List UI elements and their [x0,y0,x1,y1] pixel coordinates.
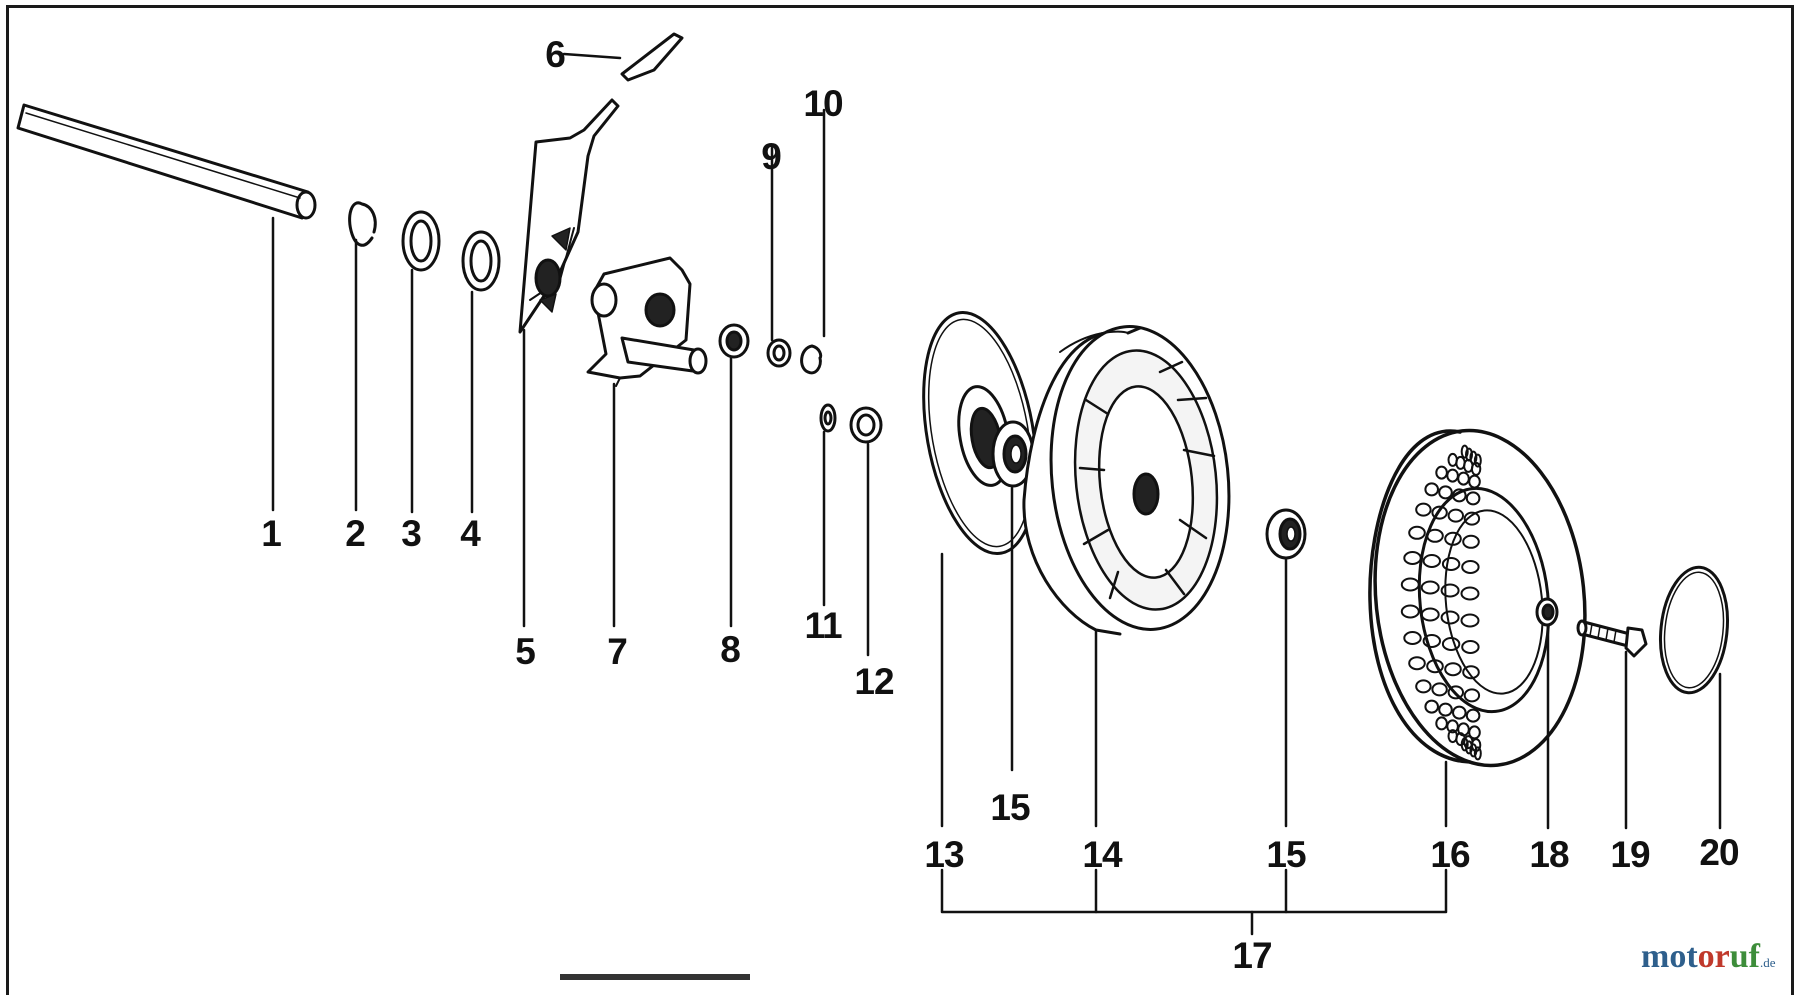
part-label-20: 20 [1699,832,1739,873]
part-label-14: 14 [1082,834,1122,875]
part-label-8: 8 [720,629,741,670]
part-label-12: 12 [854,661,894,702]
nut-12 [849,406,883,444]
tread-block [1408,656,1426,671]
tread-block [1460,737,1469,752]
part-label-16: 16 [1430,834,1470,875]
tread-block [1431,505,1448,520]
tread-block [1403,631,1422,645]
tread-block [1460,586,1480,601]
tread-block [1440,583,1460,598]
tread-block [1461,560,1480,574]
part-label-2: 2 [345,513,366,554]
tread-block [1420,580,1440,595]
tread-block [1468,474,1481,489]
tread-block [1462,534,1480,549]
tread-block [1415,679,1432,694]
tread-block [1462,665,1480,680]
bushing-8 [718,323,750,359]
tread-block [1403,551,1422,565]
part-label-15a: 15 [990,787,1030,828]
circlip [348,201,377,247]
tread-block [1447,508,1465,523]
wheel-bearing [991,420,1035,488]
tread-block [1465,740,1473,755]
wheel-rim [1022,325,1231,636]
cropped-caption [560,974,750,980]
tread-block [1461,640,1480,654]
hub-cover-ring [1659,565,1729,695]
tread-block [1408,525,1426,540]
tread-block [1400,577,1420,592]
part-label-1: 1 [261,513,282,554]
diagram-frame [6,5,1794,995]
tread-block [1468,725,1481,740]
tread-block [1463,511,1481,526]
part-label-19: 19 [1610,834,1650,875]
tread-block [1473,453,1482,468]
part-label-3: 3 [401,513,422,554]
tread-block [1463,688,1481,703]
tread-block [1431,682,1448,697]
lever-grip [620,32,684,82]
watermark-suffix: .de [1759,955,1776,970]
wheel-bracket [586,256,708,387]
part-label-5: 5 [515,631,536,672]
part-label-18: 18 [1529,834,1569,875]
tread-block [1441,557,1461,571]
axle-rod [16,103,317,220]
part-label-4: 4 [460,513,481,554]
tyre [1368,428,1587,768]
part-label-7: 7 [607,631,628,672]
tread-block [1447,685,1465,700]
retaining-clip [800,344,823,375]
tread-block [1438,702,1453,717]
tread-block [1422,634,1442,648]
hub-nut [1535,597,1559,627]
tread-block [1400,604,1420,619]
part-label-13: 13 [924,834,964,875]
washer-4 [461,230,501,292]
watermark-part2: or [1697,938,1730,975]
tread-block [1426,659,1444,674]
part-label-9: 9 [761,136,782,177]
tread-block [1444,662,1462,677]
tread-block [1420,607,1440,622]
tread-block [1444,531,1462,546]
spacer-9 [766,338,792,368]
tread-block [1469,743,1478,758]
tread-block [1415,502,1432,517]
washer-3 [401,210,441,272]
tread-block [1422,554,1442,568]
tread-block [1426,528,1444,543]
tread-block [1424,482,1439,497]
tread-block [1465,491,1481,506]
part-label-11: 11 [804,605,842,646]
small-washer [819,403,837,433]
leader-lines [271,108,1722,936]
tread-block [1452,705,1467,720]
tread-block [1441,637,1461,651]
watermark-logo: motoruf.de [1641,938,1776,976]
tread-block [1473,746,1482,761]
tread-block [1460,613,1480,628]
part-label-15b: 15 [1266,834,1306,875]
tread-block [1424,699,1439,714]
tread-block [1465,708,1481,723]
wheel-bolt [1576,619,1648,658]
tread-block [1452,488,1467,503]
tread-block [1438,485,1453,500]
part-label-10: 10 [803,83,843,124]
watermark-part1: mot [1641,938,1698,975]
tread-block [1440,610,1460,625]
watermark-part3: uf [1729,938,1760,975]
part-label-6: 6 [545,34,566,75]
wheel-bearing [1265,508,1307,560]
part-label-17: 17 [1232,935,1272,976]
tread-block [1460,444,1469,459]
height-lever [518,98,620,334]
